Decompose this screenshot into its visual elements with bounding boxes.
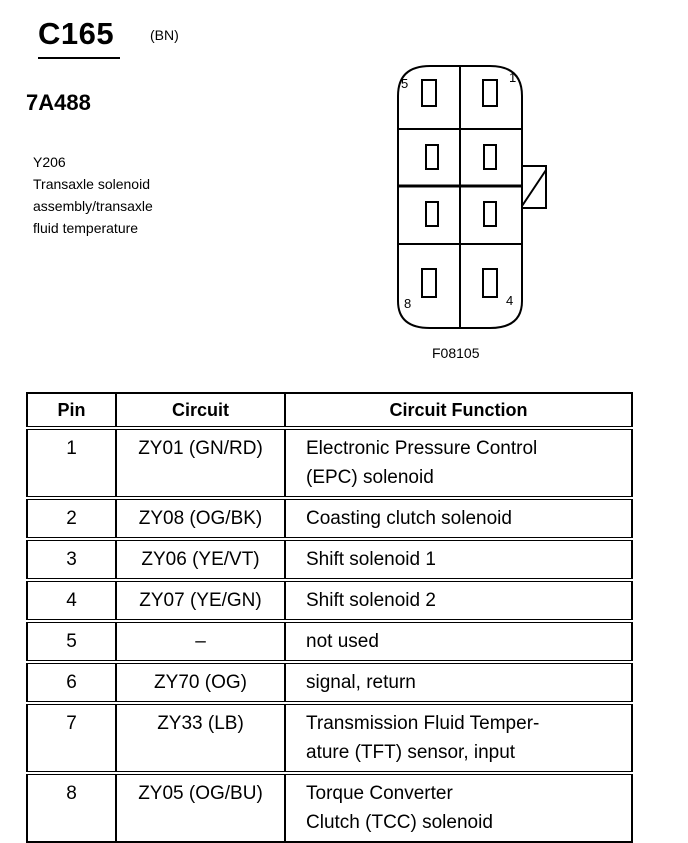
function-cell: Electronic Pressure Control (EPC) soleno… [284,426,633,499]
component-code: Y206 [33,154,66,170]
circuit-cell: – [115,619,286,663]
pin-slot [482,79,498,107]
table-row: 1 ZY01 (GN/RD) Electronic Pressure Contr… [26,426,633,499]
circuit-cell: ZY33 (LB) [115,701,286,774]
circuit-cell: ZY06 (YE/VT) [115,537,286,581]
connector-latch [522,165,547,209]
pin-table: Pin Circuit Circuit Function 1 ZY01 (GN/… [26,392,633,843]
table-row: 7 ZY33 (LB) Transmission Fluid Temper- a… [26,701,633,774]
pin-cell: 4 [26,578,117,622]
pin-label-1: 1 [509,70,516,85]
connector-latch-diagonal [521,169,547,207]
function-line: ature (TFT) sensor, input [306,742,516,763]
connector-outline [397,65,523,329]
pin-slot [483,144,497,170]
pin-label-4: 4 [506,293,513,308]
circuit-cell: ZY01 (GN/RD) [115,426,286,499]
connector-id: C165 [38,16,115,51]
connector-face-diagram: 5 1 8 4 [397,65,547,329]
table-row: 3 ZY06 (YE/VT) Shift solenoid 1 [26,537,633,581]
function-line: (EPC) solenoid [306,467,434,488]
function-line: Shift solenoid 1 [306,549,436,570]
pin-cell: 5 [26,619,117,663]
function-line: Shift solenoid 2 [306,590,436,611]
pin-cell: 3 [26,537,117,581]
function-line: Transmission Fluid Temper- [306,713,540,734]
function-line: Clutch (TCC) solenoid [306,812,493,833]
circuit-cell: ZY05 (OG/BU) [115,771,286,843]
function-cell: Coasting clutch solenoid [284,496,633,540]
pin-label-5: 5 [401,76,408,91]
pin-cell: 2 [26,496,117,540]
column-header-pin: Pin [26,392,117,429]
table-row: 4 ZY07 (YE/GN) Shift solenoid 2 [26,578,633,622]
table-row: 6 ZY70 (OG) signal, return [26,660,633,704]
circuit-cell: ZY70 (OG) [115,660,286,704]
function-cell: signal, return [284,660,633,704]
table-row: 2 ZY08 (OG/BK) Coasting clutch solenoid [26,496,633,540]
function-line: Torque Converter [306,783,453,804]
function-cell: Shift solenoid 1 [284,537,633,581]
function-cell: Shift solenoid 2 [284,578,633,622]
function-line: Coasting clutch solenoid [306,508,512,529]
part-number: 7A488 [26,90,91,115]
table-header-row: Pin Circuit Circuit Function [26,392,633,429]
column-header-circuit: Circuit [115,392,286,429]
component-desc-line: assembly/transaxle [33,198,153,214]
pin-label-8: 8 [404,296,411,311]
pin-cell: 6 [26,660,117,704]
function-cell: not used [284,619,633,663]
component-description: Y206 Transaxle solenoid assembly/transax… [33,151,153,239]
component-desc-line: fluid temperature [33,220,139,236]
component-desc-line: Transaxle solenoid [33,176,150,192]
pin-slot [483,201,497,227]
pin-cell: 7 [26,701,117,774]
pin-slot [421,268,437,298]
circuit-cell: ZY07 (YE/GN) [115,578,286,622]
pin-slot [425,201,439,227]
pin-cell: 8 [26,771,117,843]
pin-slot [425,144,439,170]
function-line: not used [306,631,379,652]
pin-slot [482,268,498,298]
function-line: signal, return [306,672,416,693]
function-cell: Transmission Fluid Temper- ature (TFT) s… [284,701,633,774]
connector-color-code: (BN) [150,27,179,43]
table-row: 5 – not used [26,619,633,663]
function-line: Electronic Pressure Control [306,438,538,459]
figure-id: F08105 [432,345,480,361]
circuit-cell: ZY08 (OG/BK) [115,496,286,540]
pin-slot [421,79,437,107]
connector-id-underline [38,57,120,59]
pin-cell: 1 [26,426,117,499]
column-header-function: Circuit Function [284,392,633,429]
